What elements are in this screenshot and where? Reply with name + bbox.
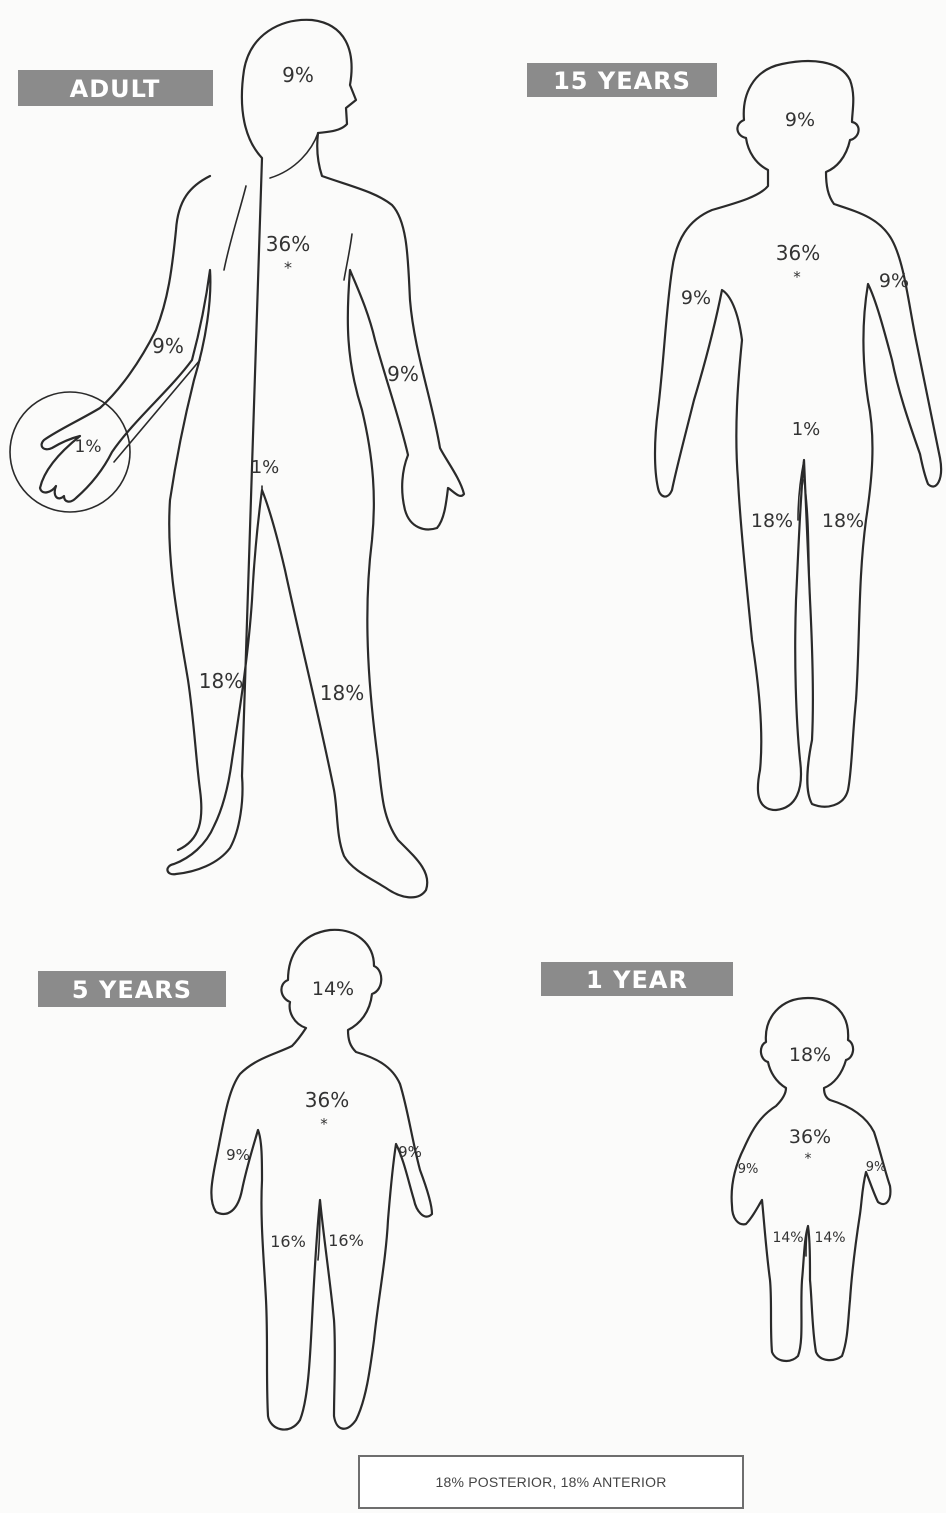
one-year-trunk-percent: 36% [789,1126,831,1148]
adult-body-outline [167,20,464,898]
adult-right-arm-outline [40,176,210,850]
five-years-right-arm-percent: 9% [226,1146,250,1164]
adult-head-percent: 9% [282,63,314,87]
adult-palm-percent: 1% [75,437,102,457]
adult-right-leg-percent: 18% [199,669,243,693]
five-years-trunk-percent: 36% [305,1088,349,1112]
adult-figure: ADULT 9% 36% * 9% 9% 1% 1% 18% 18% [10,20,464,898]
five-years-body-outline [211,930,432,1430]
fifteen-years-figure: 15 YEARS 9% 36% * 9% 9% 1% 18% 18% [527,61,941,810]
adult-badge-label: ADULT [70,75,161,103]
fifteen-years-trunk-percent: 36% [776,241,820,265]
one-year-left-arm-percent: 9% [866,1160,887,1175]
one-year-right-arm-percent: 9% [738,1162,759,1177]
one-year-right-leg-percent: 14% [772,1230,803,1246]
adult-trunk-percent: 36% [266,232,310,256]
adult-left-leg-percent: 18% [320,681,364,705]
fifteen-years-trunk-star: * [793,268,801,286]
five-years-badge-label: 5 YEARS [72,976,192,1004]
adult-genitalia-percent: 1% [251,457,280,478]
five-years-left-arm-percent: 9% [398,1143,422,1161]
adult-right-arm-percent: 9% [152,334,184,358]
one-year-trunk-star: * [805,1151,812,1167]
adult-left-arm-percent: 9% [387,362,419,386]
five-years-trunk-star: * [320,1115,328,1133]
one-year-badge-label: 1 YEAR [586,966,688,994]
fifteen-years-badge-label: 15 YEARS [553,67,691,95]
fifteen-years-left-leg-percent: 18% [822,510,864,532]
fifteen-years-genitalia-percent: 1% [792,419,821,440]
one-year-figure: 1 YEAR 18% 36% * 9% 9% 14% 14% [541,962,890,1361]
one-year-head-percent: 18% [789,1044,831,1066]
fifteen-years-head-percent: 9% [785,109,815,131]
five-years-left-leg-percent: 16% [328,1231,364,1250]
trunk-legend: 18% POSTERIOR, 18% ANTERIOR [358,1455,744,1509]
fifteen-years-left-arm-percent: 9% [879,270,909,292]
five-years-figure: 5 YEARS 14% 36% * 9% 9% 16% 16% [38,930,432,1430]
fifteen-years-right-arm-percent: 9% [681,287,711,309]
one-year-left-leg-percent: 14% [814,1230,845,1246]
fifteen-years-right-leg-percent: 18% [751,510,793,532]
five-years-head-percent: 14% [312,978,354,1000]
adult-trunk-star: * [284,258,292,277]
five-years-right-leg-percent: 16% [270,1232,306,1251]
